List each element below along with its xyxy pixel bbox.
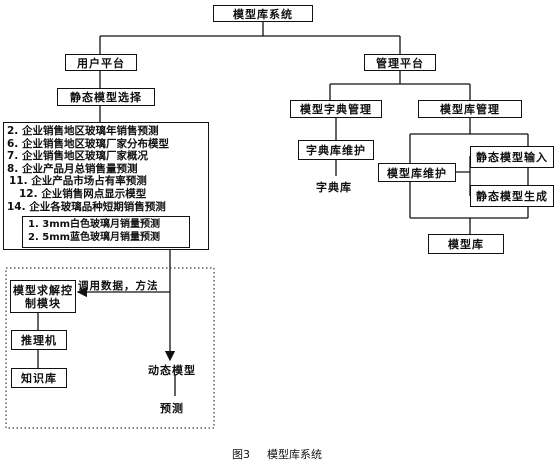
- inference-engine-label: 推理机: [21, 334, 57, 347]
- dict-mgmt-box: 模型字典管理: [290, 100, 382, 118]
- lib-maint-box: 模型库维护: [378, 163, 456, 182]
- model-item: 6. 企业销售地区玻璃厂家分布模型: [7, 137, 169, 150]
- model-item: 14. 企业各玻璃品种短期销售预测: [7, 200, 166, 213]
- sub-model-list: 1. 3mm白色玻璃月销量预测 2. 5mm蓝色玻璃月销量预测: [28, 219, 160, 244]
- model-item: 7. 企业销售地区玻璃厂家概况: [7, 150, 148, 163]
- call-data-label: 调用数据，方法: [78, 280, 159, 292]
- dict-mgmt-label: 模型字典管理: [300, 103, 372, 116]
- dict-maint-box: 字典库维护: [298, 140, 374, 160]
- model-list: 2. 企业销售地区玻璃年销售预测 6. 企业销售地区玻璃厂家分布模型 7. 企业…: [7, 125, 169, 213]
- user-platform-label: 用户平台: [77, 56, 125, 70]
- sub-model-box: [22, 216, 190, 248]
- knowledge-base-box: 知识库: [11, 368, 67, 388]
- model-item: 8. 企业产品月总销售量预测: [7, 162, 138, 175]
- static-gen-label: 静态模型生成: [476, 190, 548, 203]
- static-gen-box: 静态模型生成: [470, 185, 554, 207]
- figure-number: 图3: [232, 448, 250, 461]
- model-item: 12. 企业销售网点显示模型: [19, 187, 147, 200]
- inference-engine-box: 推理机: [11, 330, 67, 350]
- admin-platform-box: 管理平台: [364, 54, 436, 71]
- static-input-box: 静态模型输入: [470, 146, 554, 168]
- dynamic-model-label: 动态模型: [148, 364, 196, 377]
- control-module-box: 模型求解控制模块: [10, 280, 76, 313]
- lib-maint-label: 模型库维护: [387, 166, 447, 180]
- admin-platform-label: 管理平台: [376, 56, 424, 70]
- system-title: 模型库系统: [233, 7, 293, 21]
- lib-mgmt-label: 模型库管理: [440, 103, 500, 116]
- dict-maint-label: 字典库维护: [306, 144, 366, 157]
- lib-mgmt-box: 模型库管理: [418, 100, 522, 118]
- model-item: 2. 企业销售地区玻璃年销售预测: [7, 125, 159, 137]
- figure-caption: 图3 模型库系统: [232, 446, 322, 462]
- model-lib-label: 模型库: [448, 238, 484, 251]
- system-title-box: 模型库系统: [213, 5, 313, 22]
- static-select-box: 静态模型选择: [57, 88, 155, 106]
- figure-title: 模型库系统: [267, 448, 322, 461]
- model-lib-box: 模型库: [428, 234, 504, 254]
- sub-model-item: 2. 5mm蓝色玻璃月销量预测: [28, 231, 161, 243]
- model-item: 11. 企业产品市场占有率预测: [9, 175, 147, 188]
- forecast-label: 预测: [160, 402, 184, 415]
- user-platform-box: 用户平台: [65, 54, 137, 71]
- static-input-label: 静态模型输入: [476, 151, 548, 164]
- dict-lib-label: 字典库: [316, 181, 352, 194]
- control-module-label: 模型求解控制模块: [13, 283, 73, 310]
- sub-model-item: 1. 3mm白色玻璃月销量预测: [28, 219, 161, 230]
- knowledge-base-label: 知识库: [21, 372, 57, 385]
- static-select-label: 静态模型选择: [70, 91, 142, 104]
